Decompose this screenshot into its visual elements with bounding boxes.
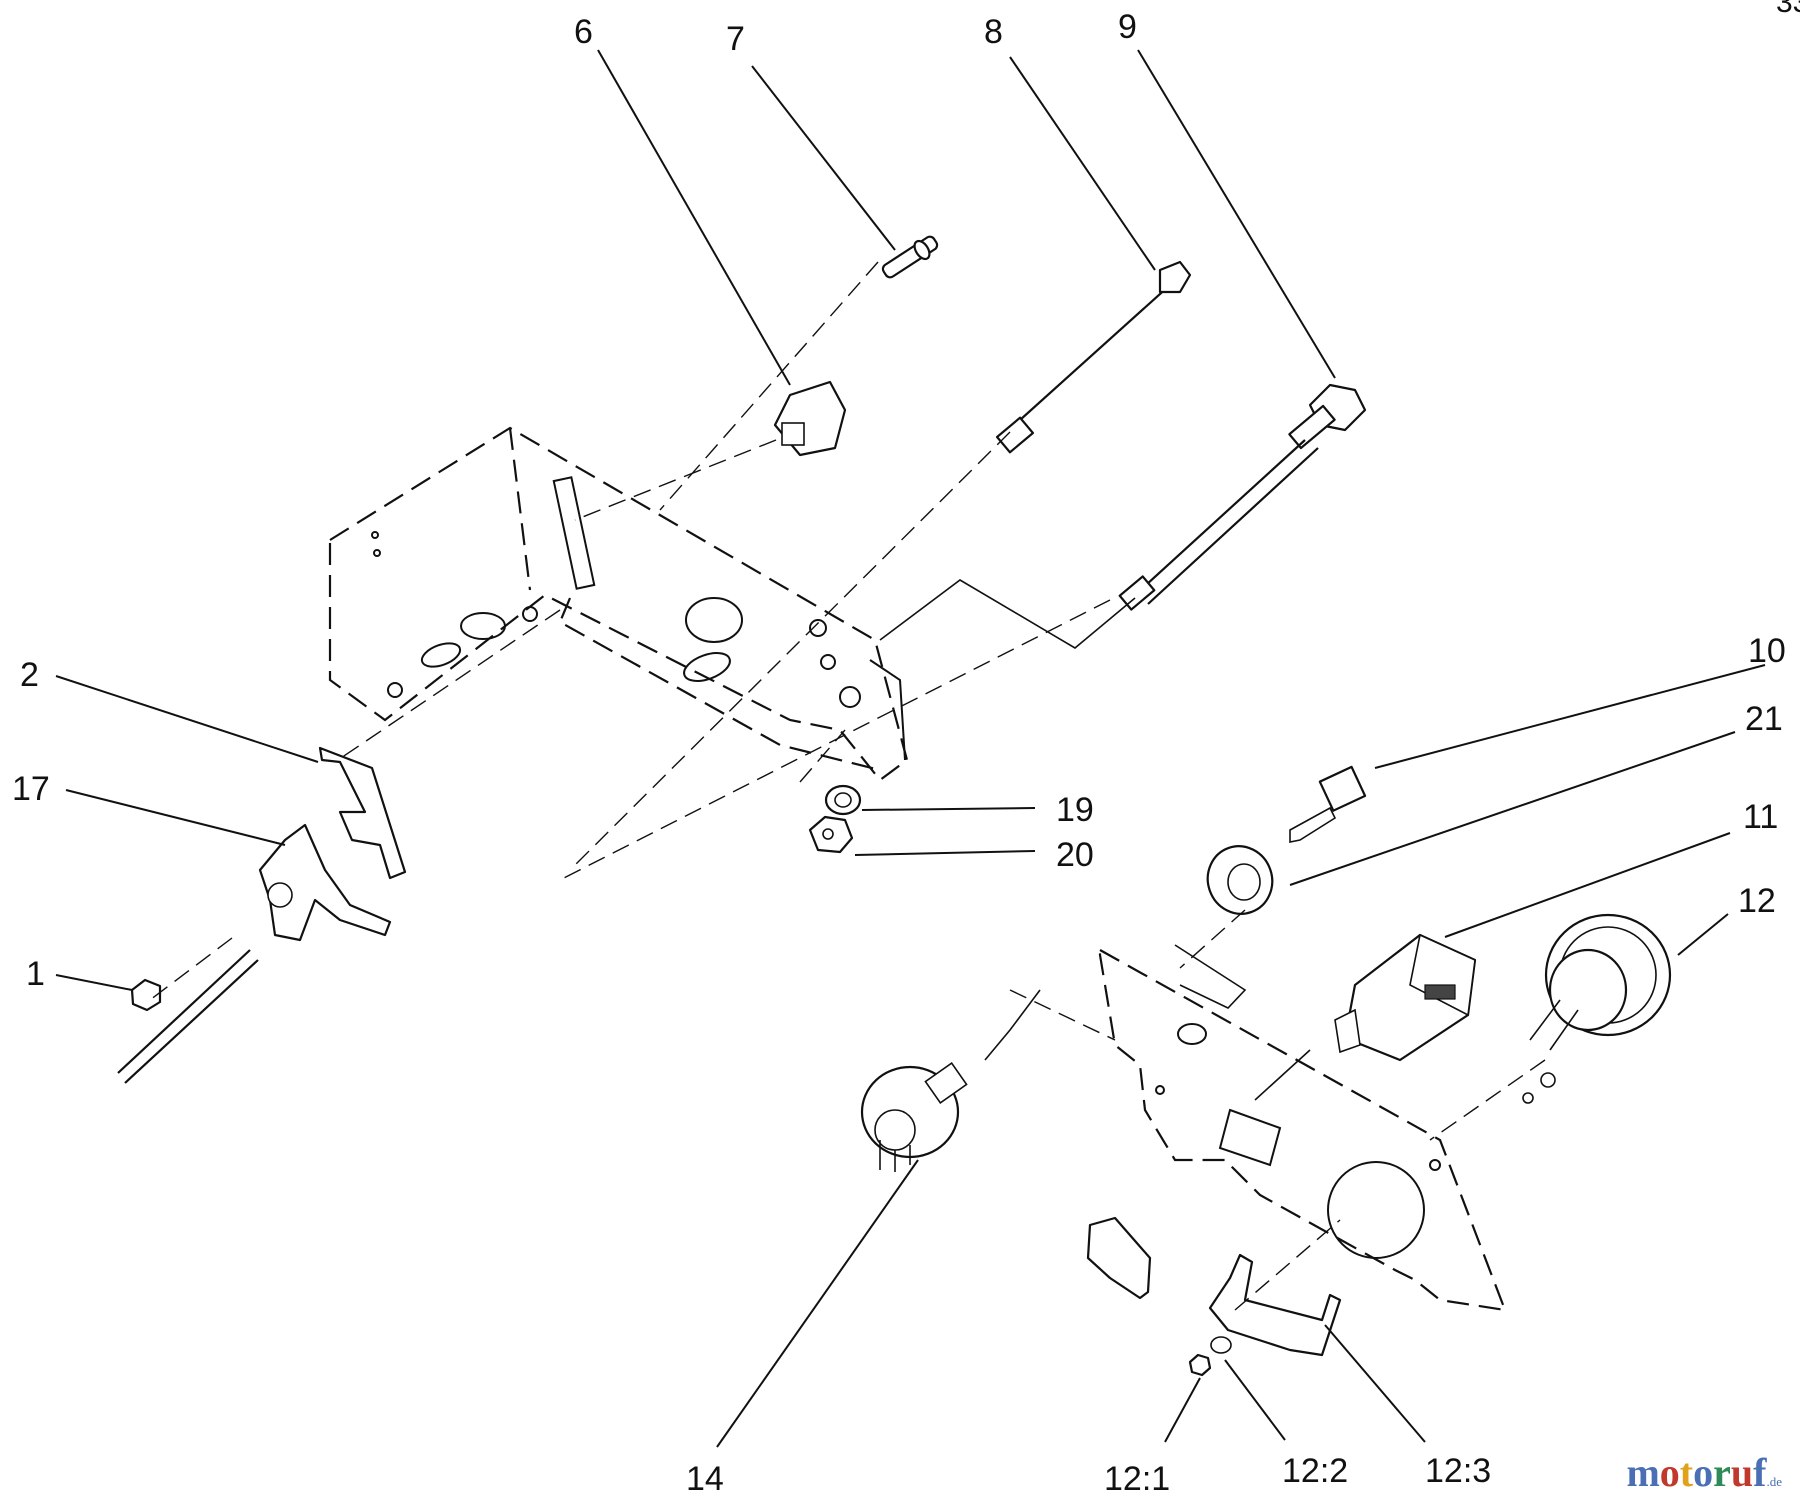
- callout-19: 19: [1056, 791, 1094, 829]
- watermark-letter: o: [1659, 1450, 1680, 1495]
- clip: [1086, 1216, 1152, 1300]
- lower-control-panel: [1098, 948, 1507, 1312]
- part-12-3-bracket: [1208, 1253, 1342, 1357]
- part-12-1-nut: [1188, 1353, 1212, 1377]
- part-6-knob: [773, 380, 847, 457]
- cable-route: [879, 579, 1136, 649]
- callout-8: 8: [984, 13, 1003, 51]
- part-1-nut: [130, 978, 162, 1012]
- callout-2: 2: [20, 656, 39, 694]
- callout-12: 12: [1738, 882, 1776, 920]
- watermark-letter: m: [1626, 1450, 1660, 1495]
- callout-12-3: 12:3: [1425, 1452, 1491, 1490]
- upper-control-panel: [328, 426, 909, 782]
- part-17-lever: [117, 823, 392, 1084]
- part-12-gauge: [1522, 913, 1672, 1104]
- part-2-bracket: [318, 746, 407, 880]
- callout-17: 17: [12, 770, 50, 808]
- part-14-switch: [860, 1062, 968, 1172]
- callout-labels: 6 7 8 9 2 17 1 19 20 10 21 11 12 14 12:1…: [12, 8, 1786, 1498]
- callout-12-2: 12:2: [1282, 1452, 1348, 1490]
- part-12-2-washer: [1210, 1336, 1232, 1354]
- watermark-letter: u: [1730, 1450, 1754, 1495]
- part-8-cable: [995, 260, 1192, 454]
- page-number: 33: [1776, 0, 1800, 19]
- callout-6: 6: [574, 13, 593, 51]
- watermark-letter: r: [1713, 1450, 1731, 1495]
- callout-14: 14: [686, 1460, 724, 1498]
- watermark-letter: o: [1693, 1450, 1714, 1495]
- part-7-bolt: [881, 235, 939, 279]
- callout-11: 11: [1743, 798, 1778, 836]
- callout-9: 9: [1118, 8, 1137, 46]
- callout-12-1: 12:1: [1104, 1460, 1170, 1498]
- callout-21: 21: [1745, 700, 1783, 738]
- assembly-lines: [149, 261, 1546, 1311]
- part-9-cable: [1118, 383, 1367, 611]
- motoruf-watermark-logo: motoruf.de: [1626, 1449, 1782, 1496]
- watermark-suffix: .de: [1766, 1474, 1782, 1489]
- leader-lines: [55, 49, 1766, 1448]
- callout-1: 1: [26, 955, 45, 993]
- callout-20: 20: [1056, 836, 1094, 874]
- watermark-letter: t: [1679, 1450, 1694, 1495]
- callout-7: 7: [726, 20, 745, 58]
- watermark-letter: f: [1753, 1450, 1767, 1495]
- part-10-key: [1289, 765, 1367, 843]
- callout-10: 10: [1748, 632, 1786, 670]
- part-11-module: [1334, 933, 1477, 1062]
